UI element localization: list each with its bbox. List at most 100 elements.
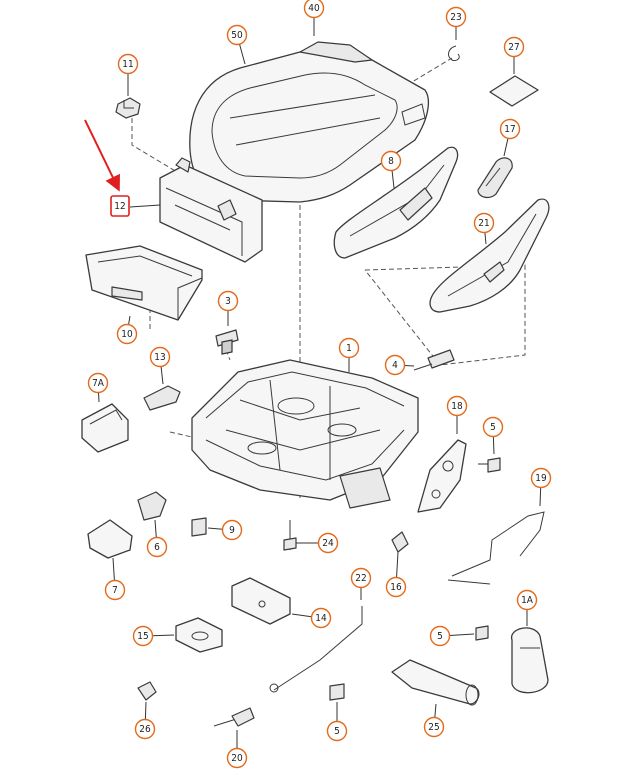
callout-label-17: 17 bbox=[504, 124, 515, 135]
callout-label-6: 6 bbox=[154, 542, 160, 553]
callout-circle-24 bbox=[317, 532, 339, 554]
callout-leader-10 bbox=[128, 315, 131, 325]
seat-cushion bbox=[189, 41, 429, 203]
callout-leader-4 bbox=[404, 364, 415, 367]
callout-10: 10 bbox=[116, 315, 138, 345]
callout-label-5b: 5 bbox=[437, 631, 443, 642]
callout-leader-25 bbox=[434, 703, 437, 718]
callout-label-7a: 7A bbox=[92, 378, 105, 389]
callout-circle-7a bbox=[87, 372, 109, 394]
side-trim-part-21 bbox=[429, 198, 550, 313]
bracket-part-12 bbox=[129, 157, 263, 263]
stud-part-24 bbox=[283, 520, 297, 551]
callout-leader-19 bbox=[539, 487, 542, 507]
callout-27: 27 bbox=[503, 36, 525, 74]
bracket-part-15 bbox=[175, 617, 223, 653]
callout-7: 7 bbox=[104, 557, 126, 601]
callout-circle-21 bbox=[473, 212, 495, 234]
callout-circle-17 bbox=[499, 118, 521, 140]
callout-label-25: 25 bbox=[428, 722, 439, 733]
callout-leader-14 bbox=[291, 613, 312, 618]
callout-label-40: 40 bbox=[308, 3, 320, 14]
callout-leader-15 bbox=[152, 634, 175, 637]
callout-label-8: 8 bbox=[388, 156, 394, 167]
callout-leader-26 bbox=[144, 701, 147, 720]
callout-leader-17 bbox=[503, 138, 509, 157]
gas-spring-part-25 bbox=[391, 659, 480, 706]
callout-label-15: 15 bbox=[137, 631, 148, 642]
callout-label-22: 22 bbox=[355, 573, 366, 584]
bracket-part-7a bbox=[81, 403, 129, 453]
callout-circle-10 bbox=[116, 323, 138, 345]
callout-label-10: 10 bbox=[121, 329, 133, 340]
callout-3: 3 bbox=[217, 290, 239, 326]
side-trim-part-8 bbox=[333, 146, 459, 259]
cable-part-19 bbox=[447, 511, 545, 585]
callout-leader-9 bbox=[207, 527, 223, 530]
callout-label-1: 1 bbox=[346, 343, 352, 354]
callout-circle-25 bbox=[423, 716, 445, 738]
callout-circle-1a bbox=[516, 589, 538, 611]
callout-circle-1 bbox=[338, 337, 360, 359]
callout-6: 6 bbox=[146, 519, 168, 558]
callout-leader-5a bbox=[492, 436, 495, 455]
callout-21: 21 bbox=[473, 212, 495, 245]
callout-circle-4 bbox=[384, 354, 406, 376]
callout-5b: 5 bbox=[429, 625, 475, 647]
screw-part-5a bbox=[478, 457, 501, 473]
callout-label-27: 27 bbox=[508, 42, 519, 53]
highlight-arrow bbox=[84, 119, 120, 192]
callout-leader-16 bbox=[396, 551, 399, 578]
highlighted-callout-12: 12 bbox=[110, 195, 130, 217]
callout-11: 11 bbox=[117, 53, 139, 96]
callout-9: 9 bbox=[207, 519, 243, 541]
callout-18: 18 bbox=[446, 395, 468, 434]
callout-circle-8 bbox=[380, 150, 402, 172]
callout-label-3: 3 bbox=[225, 296, 231, 307]
callout-circle-14 bbox=[310, 607, 332, 629]
callout-15: 15 bbox=[132, 625, 175, 647]
callout-label-18: 18 bbox=[451, 401, 463, 412]
bracket-part-14 bbox=[231, 577, 291, 625]
callout-label-21: 21 bbox=[478, 218, 489, 229]
clip-part-11 bbox=[115, 97, 141, 119]
bolt-part-3 bbox=[215, 329, 239, 355]
callout-circle-26 bbox=[134, 718, 156, 740]
callout-leader-7 bbox=[112, 557, 115, 581]
callout-label-5c: 5 bbox=[334, 726, 340, 737]
bushing-part-9 bbox=[191, 517, 207, 537]
callout-layer: 40502327111782110314137A185196924167221A… bbox=[87, 0, 552, 769]
callout-leader-21 bbox=[484, 232, 487, 245]
bolt-part-4 bbox=[413, 349, 455, 371]
callout-1a: 1A bbox=[516, 589, 538, 626]
callout-circle-18 bbox=[446, 395, 468, 417]
bolt-part-20 bbox=[213, 707, 255, 727]
callout-26: 26 bbox=[134, 701, 156, 740]
callout-5c: 5 bbox=[326, 702, 348, 742]
screw-part-5b bbox=[475, 625, 489, 641]
callout-circle-40 bbox=[303, 0, 325, 19]
handle-part-17 bbox=[477, 157, 513, 199]
highlighted-callout-12-label: 12 bbox=[114, 201, 125, 212]
callout-7a: 7A bbox=[87, 372, 109, 403]
callout-circle-19 bbox=[530, 467, 552, 489]
part-16 bbox=[391, 531, 409, 553]
callout-19: 19 bbox=[530, 467, 552, 507]
callout-24: 24 bbox=[296, 532, 339, 554]
callout-circle-7 bbox=[104, 579, 126, 601]
callout-label-50: 50 bbox=[231, 30, 243, 41]
callout-16: 16 bbox=[385, 551, 407, 598]
callout-circle-5b bbox=[429, 625, 451, 647]
callout-4: 4 bbox=[384, 354, 415, 376]
callout-5a: 5 bbox=[482, 416, 504, 455]
callout-label-11: 11 bbox=[122, 59, 133, 70]
callout-leader-7a bbox=[97, 392, 100, 403]
callout-14: 14 bbox=[291, 607, 332, 629]
callout-label-4: 4 bbox=[392, 360, 398, 371]
callout-8: 8 bbox=[380, 150, 402, 189]
callout-circle-27 bbox=[503, 36, 525, 58]
callout-1: 1 bbox=[338, 337, 360, 372]
callout-label-13: 13 bbox=[154, 352, 165, 363]
